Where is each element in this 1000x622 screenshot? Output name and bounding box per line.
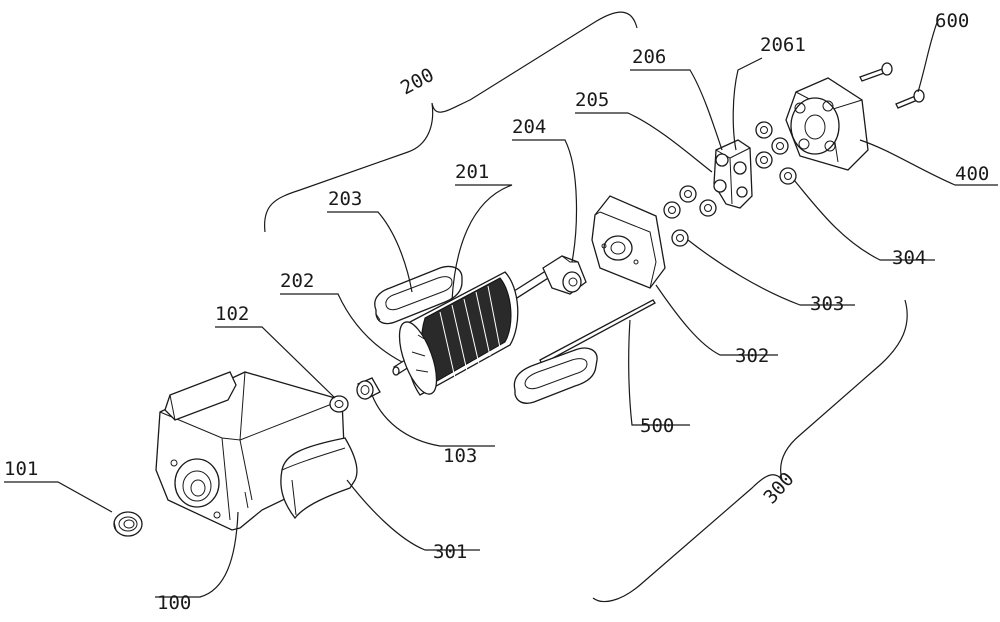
magnet-301: [280, 437, 358, 520]
label-203: 203: [328, 188, 362, 210]
bushings-304: [755, 121, 797, 185]
bushings-303: [663, 185, 717, 247]
washer-102: [329, 395, 349, 413]
bushing-103: [356, 377, 381, 400]
rotor-core-201: [398, 271, 519, 396]
label-301: 301: [433, 541, 467, 563]
label-400: 400: [955, 163, 989, 185]
brace-300: [592, 299, 908, 603]
label-102: 102: [215, 303, 249, 325]
label-103: 103: [443, 445, 477, 467]
coil-loop-203: [374, 265, 463, 325]
label-202: 202: [280, 270, 314, 292]
label-304: 304: [892, 247, 926, 269]
bearing-101: [113, 511, 143, 537]
end-cap-400: [785, 77, 869, 171]
brush-holder-206: [713, 139, 753, 209]
commutator-204: [542, 255, 587, 295]
label-204: 204: [512, 116, 546, 138]
label-300: 300: [759, 468, 798, 508]
label-303: 303: [810, 293, 844, 315]
label-101: 101: [4, 458, 38, 480]
label-201: 201: [455, 161, 489, 183]
coil-loop-lower: [513, 347, 598, 404]
leader-lines: [4, 19, 998, 598]
brace-200: [263, 11, 638, 233]
pin-500: [539, 299, 656, 365]
label-100: 100: [157, 592, 191, 614]
label-2061: 2061: [760, 34, 806, 56]
label-500: 500: [640, 415, 674, 437]
label-206: 206: [632, 46, 666, 68]
end-plate-302: [591, 195, 666, 289]
rotor-slots: [439, 285, 501, 379]
label-600: 600: [935, 10, 969, 32]
label-200: 200: [397, 64, 438, 100]
label-302: 302: [735, 345, 769, 367]
screws-600: [859, 62, 925, 109]
label-205: 205: [575, 89, 609, 111]
